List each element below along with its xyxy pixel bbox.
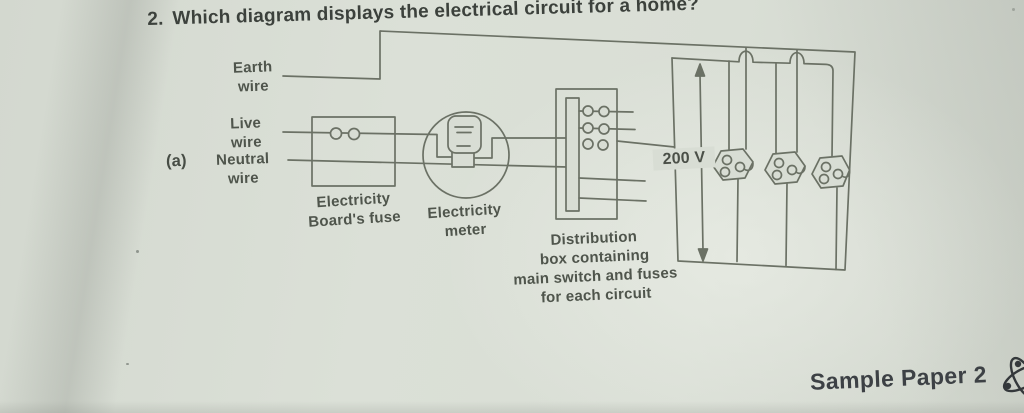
voltage-label: 200 V bbox=[652, 146, 716, 171]
label-neutral-wire: Neutral wire bbox=[215, 150, 270, 188]
socket-2 bbox=[764, 151, 806, 185]
earth-wire bbox=[282, 30, 856, 271]
atom-icon bbox=[1002, 356, 1024, 400]
option-label: (a) bbox=[165, 151, 187, 171]
neutral-wire bbox=[287, 159, 568, 168]
socket-1 bbox=[712, 148, 754, 181]
socket-neutral-drops bbox=[736, 178, 838, 271]
electricity-meter bbox=[422, 111, 510, 199]
label-earth-wire: Earth wire bbox=[232, 58, 273, 96]
paper-speck bbox=[1012, 8, 1015, 11]
meter-body bbox=[447, 115, 482, 154]
earth-drop-wires bbox=[745, 47, 798, 153]
live-distribution-wire bbox=[671, 50, 834, 158]
label-board-fuse: Electricity Board's fuse bbox=[307, 189, 402, 231]
paper-speck bbox=[126, 363, 129, 365]
question-number: 2. bbox=[147, 8, 164, 30]
busbar bbox=[565, 97, 580, 212]
socket-3 bbox=[811, 155, 851, 189]
label-live-wire: Live wire bbox=[229, 114, 263, 152]
board-fuse-box bbox=[311, 116, 396, 187]
label-distribution-box: Distribution box containing main switch … bbox=[512, 228, 678, 307]
paper-speck bbox=[136, 250, 139, 253]
distribution-box bbox=[555, 88, 676, 220]
